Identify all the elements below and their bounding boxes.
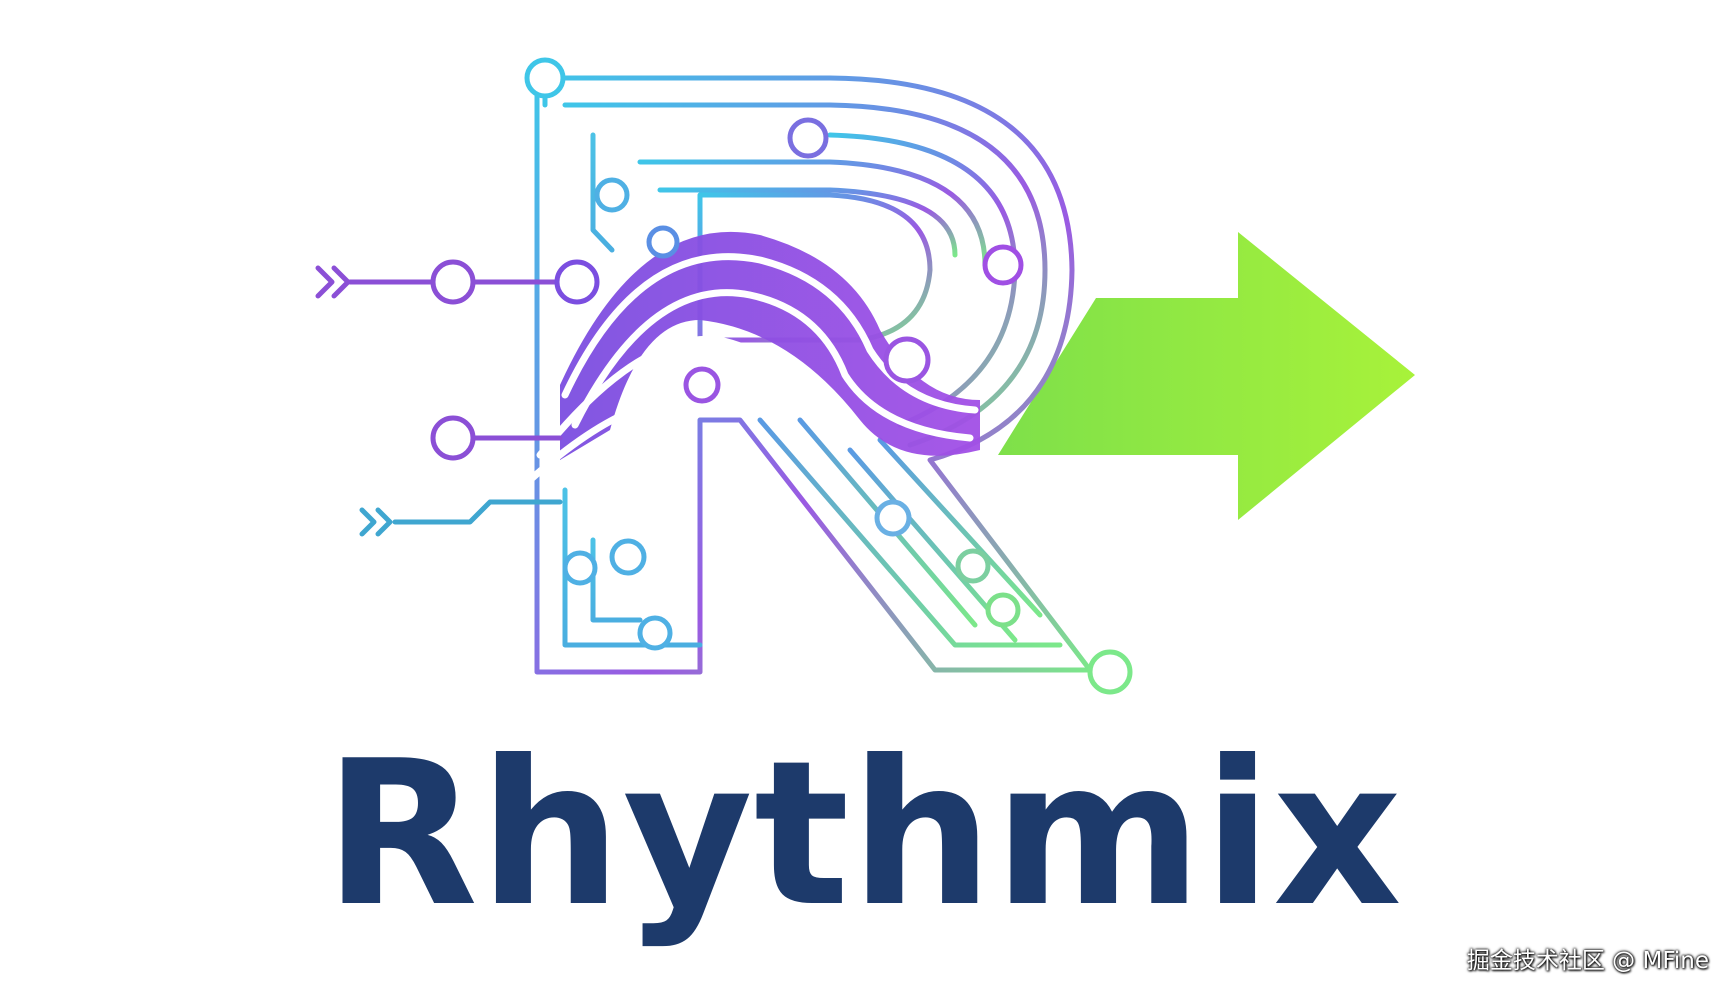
watermark: 掘金技术社区 @ MFine (1466, 948, 1709, 974)
wave-icon (526, 231, 980, 484)
rhythmix-logo-icon (315, 57, 1415, 695)
circuit-nodes-icon (430, 57, 1133, 695)
brand-name: Rhythmix (324, 718, 1403, 951)
outgoing-arrow-icon (998, 232, 1415, 520)
